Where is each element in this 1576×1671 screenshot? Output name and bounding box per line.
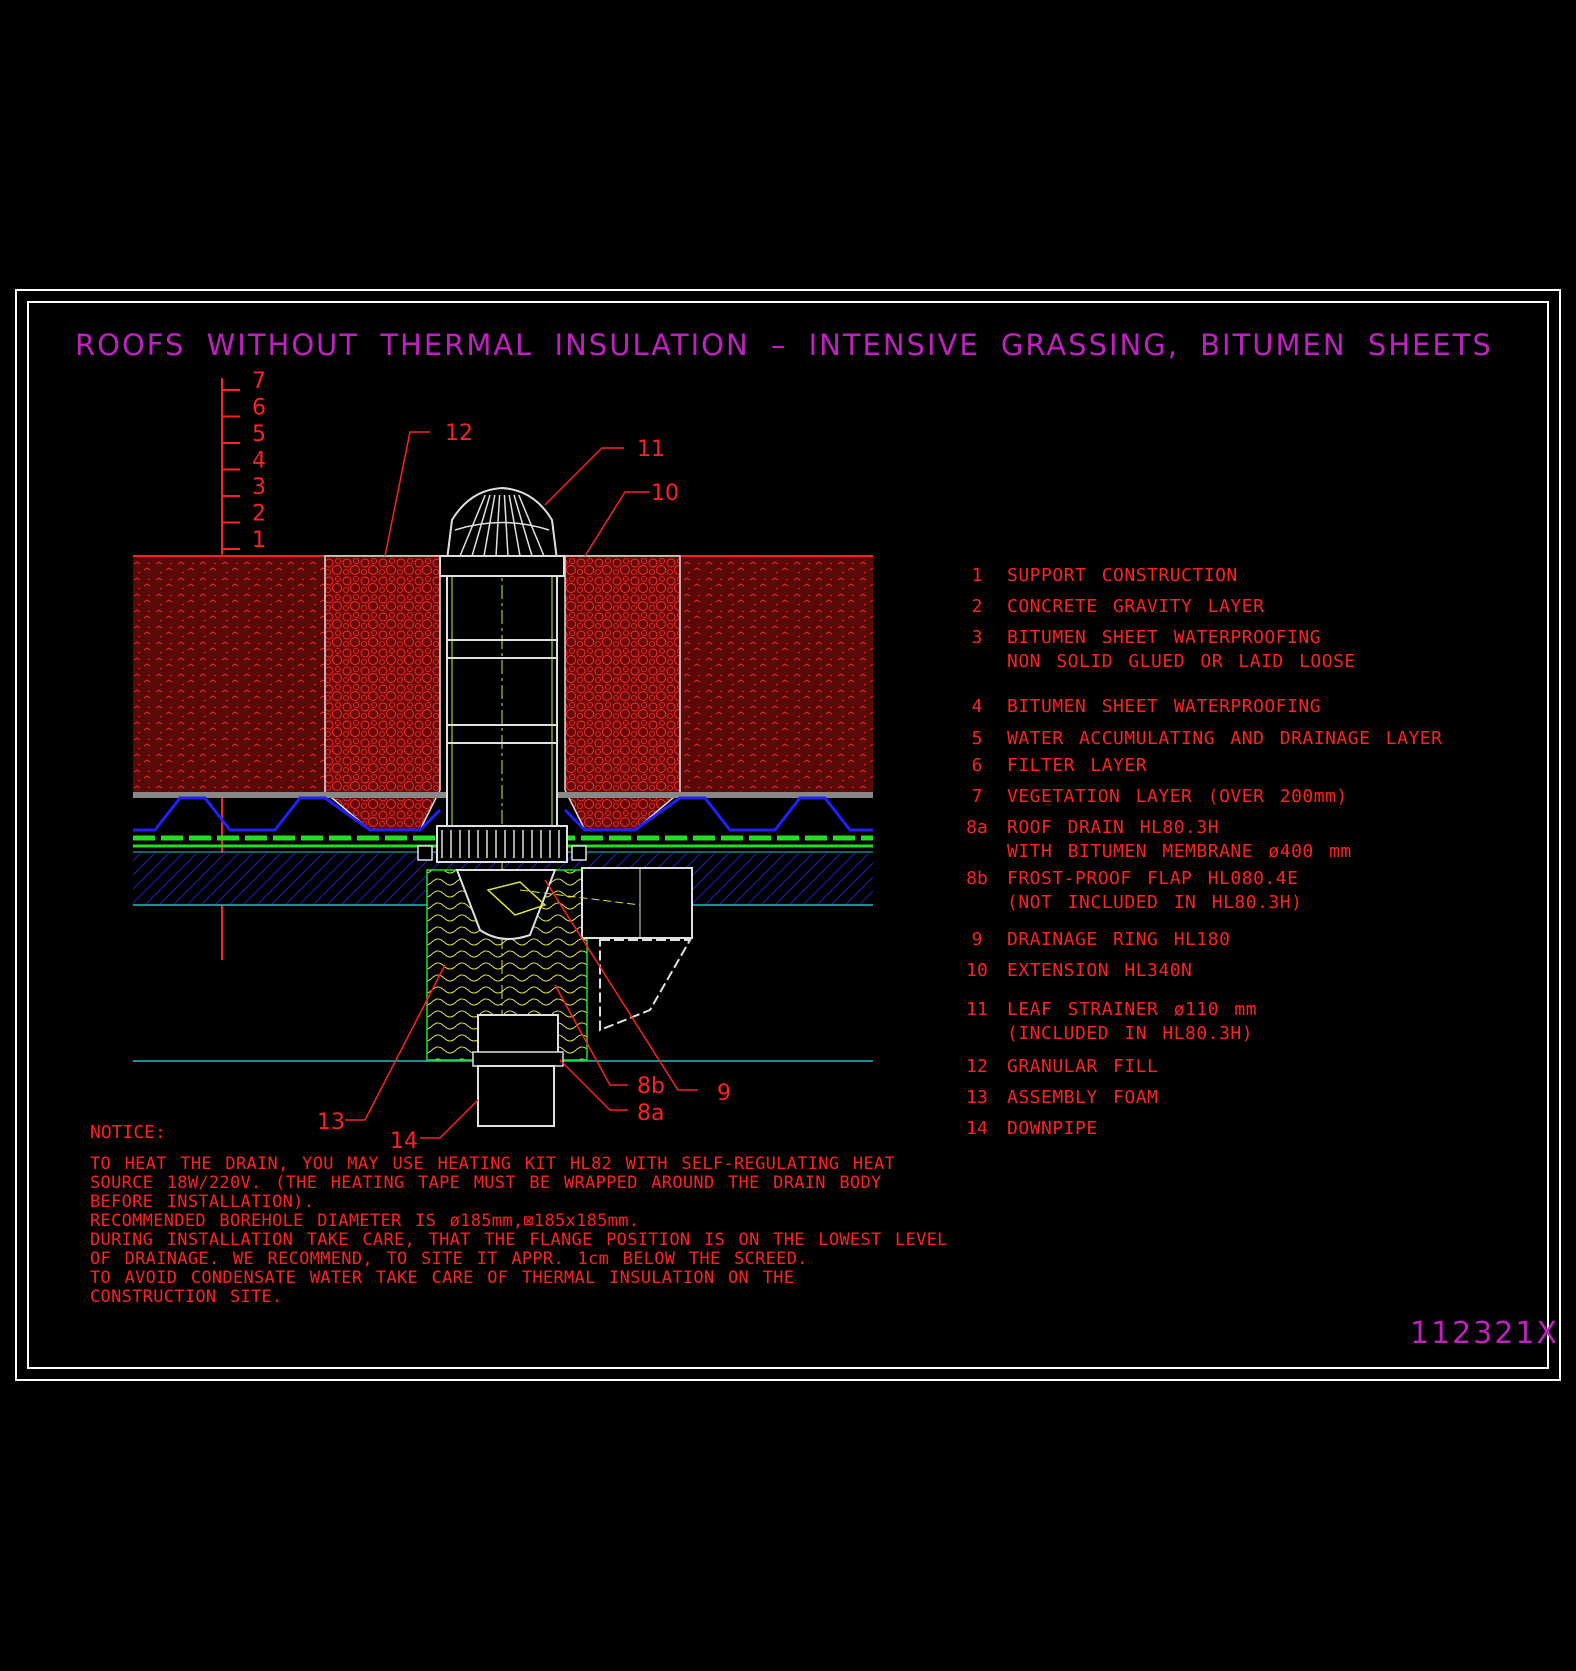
legend-number: 13 [966,1087,988,1108]
legend-text: SUPPORT CONSTRUCTION [1007,565,1238,586]
scale-label: 1 [252,528,266,553]
drawing-title: ROOFS WITHOUT THERMAL INSULATION – INTEN… [75,328,1493,362]
legend-number: 6 [971,755,983,776]
legend-number: 10 [966,960,988,981]
notice-line: TO HEAT THE DRAIN, YOU MAY USE HEATING K… [90,1154,896,1174]
notice-body: TO HEAT THE DRAIN, YOU MAY USE HEATING K… [90,1155,948,1307]
legend-text-continued: WITH BITUMEN MEMBRANE ø400 mm [1007,841,1352,862]
legend-text: BITUMEN SHEET WATERPROOFING [1007,627,1322,648]
legend-text: FILTER LAYER [1007,755,1148,776]
scale-label: 7 [252,369,266,394]
legend-text: VEGETATION LAYER (OVER 200mm) [1007,786,1348,807]
legend-text: FROST-PROOF FLAP HL080.4E [1007,868,1299,889]
legend-number: 12 [966,1056,988,1077]
legend-text-continued: (INCLUDED IN HL80.3H) [1007,1023,1254,1044]
extension-pipe [446,559,558,1125]
notice: NOTICE: TO HEAT THE DRAIN, YOU MAY USE H… [90,1122,948,1307]
legend-text: ROOF DRAIN HL80.3H [1007,817,1220,838]
strainer-rib [503,494,509,557]
legend-number: 7 [971,786,983,807]
notice-line: SOURCE 18W/220V. (THE HEATING TAPE MUST … [90,1173,882,1193]
callout-12: 12 [445,421,473,446]
callout-14: 14 [390,1129,418,1154]
scale-label: 2 [252,502,266,527]
notice-line: OF DRAINAGE. WE RECOMMEND, TO SITE IT AP… [90,1249,808,1269]
legend-text: WATER ACCUMULATING AND DRAINAGE LAYER [1007,728,1443,749]
legend-text: DOWNPIPE [1007,1118,1098,1139]
granular-fill [324,555,681,831]
vegetation-layer [133,555,873,792]
pipe-ring [446,639,558,659]
callout-leaders [345,431,698,1139]
callout-13: 13 [317,1110,345,1135]
strainer-rib [495,494,501,557]
notice-line: TO AVOID CONDENSATE WATER TAKE CARE OF T… [90,1268,795,1288]
strainer-rib [483,494,496,557]
callout-11: 11 [637,437,665,462]
legend-text: EXTENSION HL340N [1007,960,1193,981]
legend-number: 3 [971,627,983,648]
callout-8a: 8a [637,1101,664,1126]
strainer-ring [454,521,550,531]
legend-text-continued: (NOT INCLUDED IN HL80.3H) [1007,892,1303,913]
legend-number: 5 [971,728,983,749]
legend-text: BITUMEN SHEET WATERPROOFING [1007,696,1322,717]
drawing-frame-inner [27,301,1549,1369]
scale-label: 6 [252,396,266,421]
notice-line: BEFORE INSTALLATION). [90,1192,315,1212]
legend-number: 9 [971,929,983,950]
scale-label: 5 [252,422,266,447]
strainer-rib [471,494,491,557]
legend-number: 14 [966,1118,988,1139]
leaf-strainer [439,486,565,577]
drawing-frame-outer [15,289,1561,1381]
legend-text: GRANULAR FILL [1007,1056,1159,1077]
notice-line: DURING INSTALLATION TAKE CARE, THAT THE … [90,1230,948,1250]
legend-number: 11 [966,999,988,1020]
legend-text-continued: NON SOLID GLUED OR LAID LOOSE [1007,651,1356,672]
legend-number: 8a [966,817,988,838]
legend-text: CONCRETE GRAVITY LAYER [1007,596,1265,617]
scale-label: 3 [252,475,266,500]
legend-text: LEAF STRAINER ø110 mm [1007,999,1258,1020]
legend-text: ASSEMBLY FOAM [1007,1087,1159,1108]
strainer-rib [508,494,521,557]
callout-labels: 12 11 10 9 8b 8a 13 14 [317,421,731,1154]
drawing-code: 112321X [1410,1316,1560,1351]
legend-number: 8b [966,868,988,889]
legend-number: 2 [971,596,983,617]
legend-text: DRAINAGE RING HL180 [1007,929,1231,950]
callout-9: 9 [717,1081,731,1106]
roof-drain-body [417,825,693,1032]
legend-number: 4 [971,696,983,717]
notice-line: CONSTRUCTION SITE. [90,1287,283,1307]
callout-10: 10 [651,481,679,506]
downpipe [472,1014,564,1127]
drainage-layer [133,796,873,832]
scale-label: 4 [252,449,266,474]
strainer-rib [513,494,533,557]
notice-heading: NOTICE: [90,1122,166,1143]
pipe-ring [446,724,558,744]
legend-number: 1 [971,565,983,586]
notice-line: RECOMMENDED BOREHOLE DIAMETER IS ø185mm,… [90,1211,640,1231]
callout-8b: 8b [637,1074,665,1099]
